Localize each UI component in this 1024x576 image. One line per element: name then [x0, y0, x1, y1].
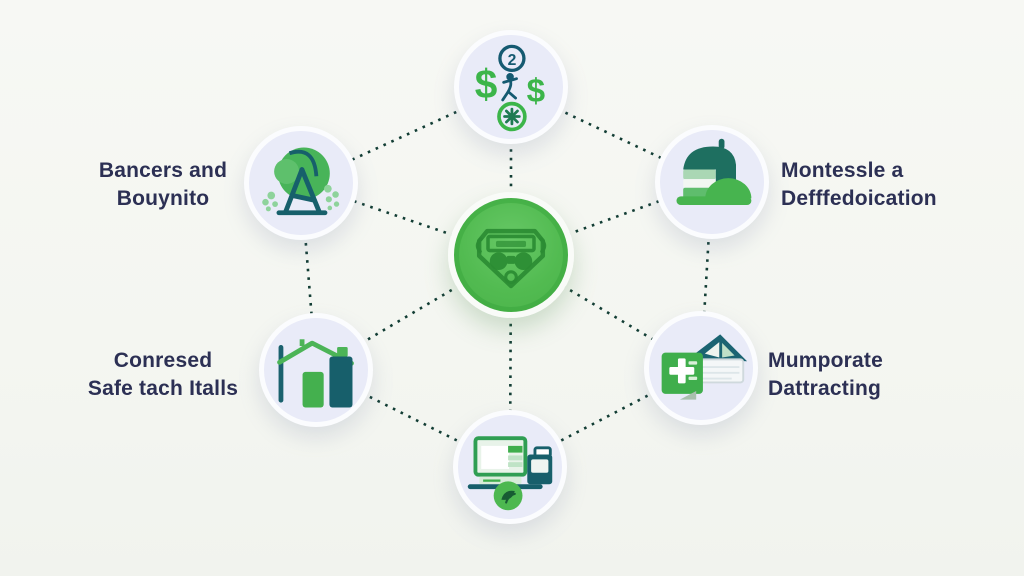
node-bottom: [453, 410, 567, 524]
label-bottom-right-line1: Mumporate: [768, 349, 883, 372]
node-top-left: [244, 126, 358, 240]
house-bar-chart-icon: [277, 339, 354, 408]
label-top-left-line1: Bancers and: [98, 159, 228, 182]
label-top-right-line1: Montessle a: [781, 159, 904, 182]
layered-dish-icon: [676, 138, 752, 206]
label-bottom-right-line2: Dattracting: [768, 377, 882, 400]
label-bottom-left-line2: Safe tach Italls: [87, 377, 239, 400]
tree-icon: [262, 147, 340, 216]
label-bottom-left: Conresed Safe tach Italls: [30, 347, 296, 403]
hub-node: [448, 192, 574, 318]
laptop-icon: [467, 436, 553, 511]
label-top-left: Bancers and Bouynito: [40, 157, 286, 213]
label-bottom-left-line1: Conresed: [113, 349, 213, 372]
connector-hub-bottom-left: [315, 253, 512, 372]
label-top-right-line2: Defffedoication: [781, 187, 937, 210]
node-bottom-left: [259, 313, 373, 427]
node-top: $ $ 2: [454, 30, 568, 144]
svg-text:$: $: [475, 61, 498, 107]
label-top-right: Montessle a Defffedoication: [781, 157, 1016, 213]
currency-exchange-icon: $ $ 2: [475, 44, 545, 132]
house-medical-cross-icon: [661, 334, 748, 400]
banknote-shield-emblem-icon: [475, 228, 547, 289]
svg-text:2: 2: [508, 52, 517, 69]
node-top-right: [655, 125, 769, 239]
label-bottom-right: Mumporate Dattracting: [768, 347, 1003, 403]
svg-text:$: $: [527, 73, 545, 110]
label-top-left-line2: Bouynito: [116, 187, 210, 210]
node-bottom-right: [644, 311, 758, 425]
